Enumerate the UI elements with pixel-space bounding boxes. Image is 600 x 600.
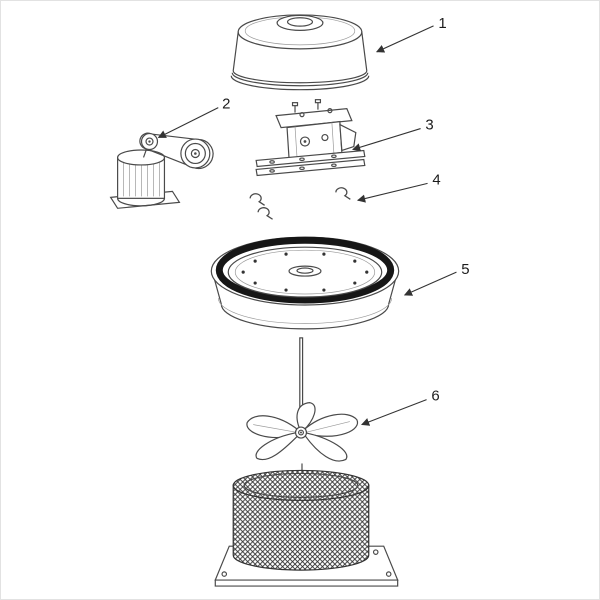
bracket-top-plate: [275, 108, 353, 129]
channel-ridges: [294, 122, 335, 158]
callout-6-leader: [361, 399, 427, 426]
guard-drum-body: [232, 484, 370, 571]
blade-right: [302, 413, 359, 437]
channel-hole-large: [299, 136, 311, 147]
callout-5-label: 5: [461, 261, 469, 278]
plate-bolts: [241, 252, 369, 292]
large-pulley: [180, 138, 211, 169]
blade-lower-left: [255, 431, 299, 461]
propeller-and-shaft: [246, 337, 359, 462]
bracket-rail-lower: [255, 158, 366, 177]
motor-mount-bracket: [255, 99, 366, 177]
callout-1-leader: [375, 25, 434, 53]
bracket-bolts: [294, 101, 319, 113]
channel-hole-small: [321, 133, 329, 142]
base-assembly: [214, 463, 399, 587]
motor-top-cap: [117, 149, 166, 166]
bolt-head-left: [291, 102, 299, 107]
motor-bottom-edge: [117, 198, 166, 207]
blade-upper: [296, 402, 316, 432]
callout-2-leader: [157, 107, 219, 139]
top-plate-hole-2: [327, 108, 333, 114]
rail-slots: [269, 154, 337, 173]
channel-hole-center: [303, 140, 307, 143]
fan-shroud-ring: [210, 236, 400, 330]
shroud-hub-inner: [296, 267, 314, 274]
retainer-clips: [249, 187, 351, 220]
propeller-hub-center: [300, 431, 302, 434]
clip-3: [335, 187, 351, 200]
clip-2: [257, 207, 273, 220]
shroud-skirt-line: [217, 298, 393, 324]
bracket-rail-upper: [255, 149, 366, 168]
guard-drum-top: [232, 469, 370, 501]
dome-center-ring-inner: [286, 17, 314, 27]
callout-5-leader: [403, 271, 457, 296]
callouts: 1 2 3 4 5 6: [157, 15, 470, 426]
callout-6-label: 6: [431, 388, 439, 405]
motor-body: [117, 156, 166, 199]
dome-skirt-line: [231, 72, 369, 87]
dome-cover: [230, 14, 370, 91]
callout-4-label: 4: [432, 171, 440, 188]
blade-lower-right: [303, 431, 348, 462]
callout-4-leader: [357, 182, 428, 203]
callout-1-label: 1: [438, 15, 446, 32]
base-plate-edge: [214, 579, 399, 587]
motor-fins: [123, 162, 160, 197]
callout-3-label: 3: [425, 117, 433, 134]
shroud-dark-band: [215, 236, 395, 304]
top-plate-hole-1: [299, 112, 305, 118]
shroud-hub-outer: [288, 265, 322, 277]
small-pulley: [140, 132, 159, 151]
dome-skirt-lip: [230, 75, 370, 91]
clip-1: [249, 193, 265, 206]
guard-drum-top-inner-rim: [243, 472, 359, 498]
motor-and-pulley-assembly: [109, 132, 214, 209]
callout-2-label: 2: [222, 96, 230, 113]
callout-3-leader: [352, 128, 421, 152]
bolt-head-right: [314, 99, 322, 104]
bracket-side-wing: [339, 123, 357, 152]
propeller-hub-ring: [298, 429, 304, 436]
shroud-inner-plate-line: [234, 249, 376, 295]
propeller-blades: [246, 402, 359, 462]
blade-creases: [253, 421, 350, 433]
